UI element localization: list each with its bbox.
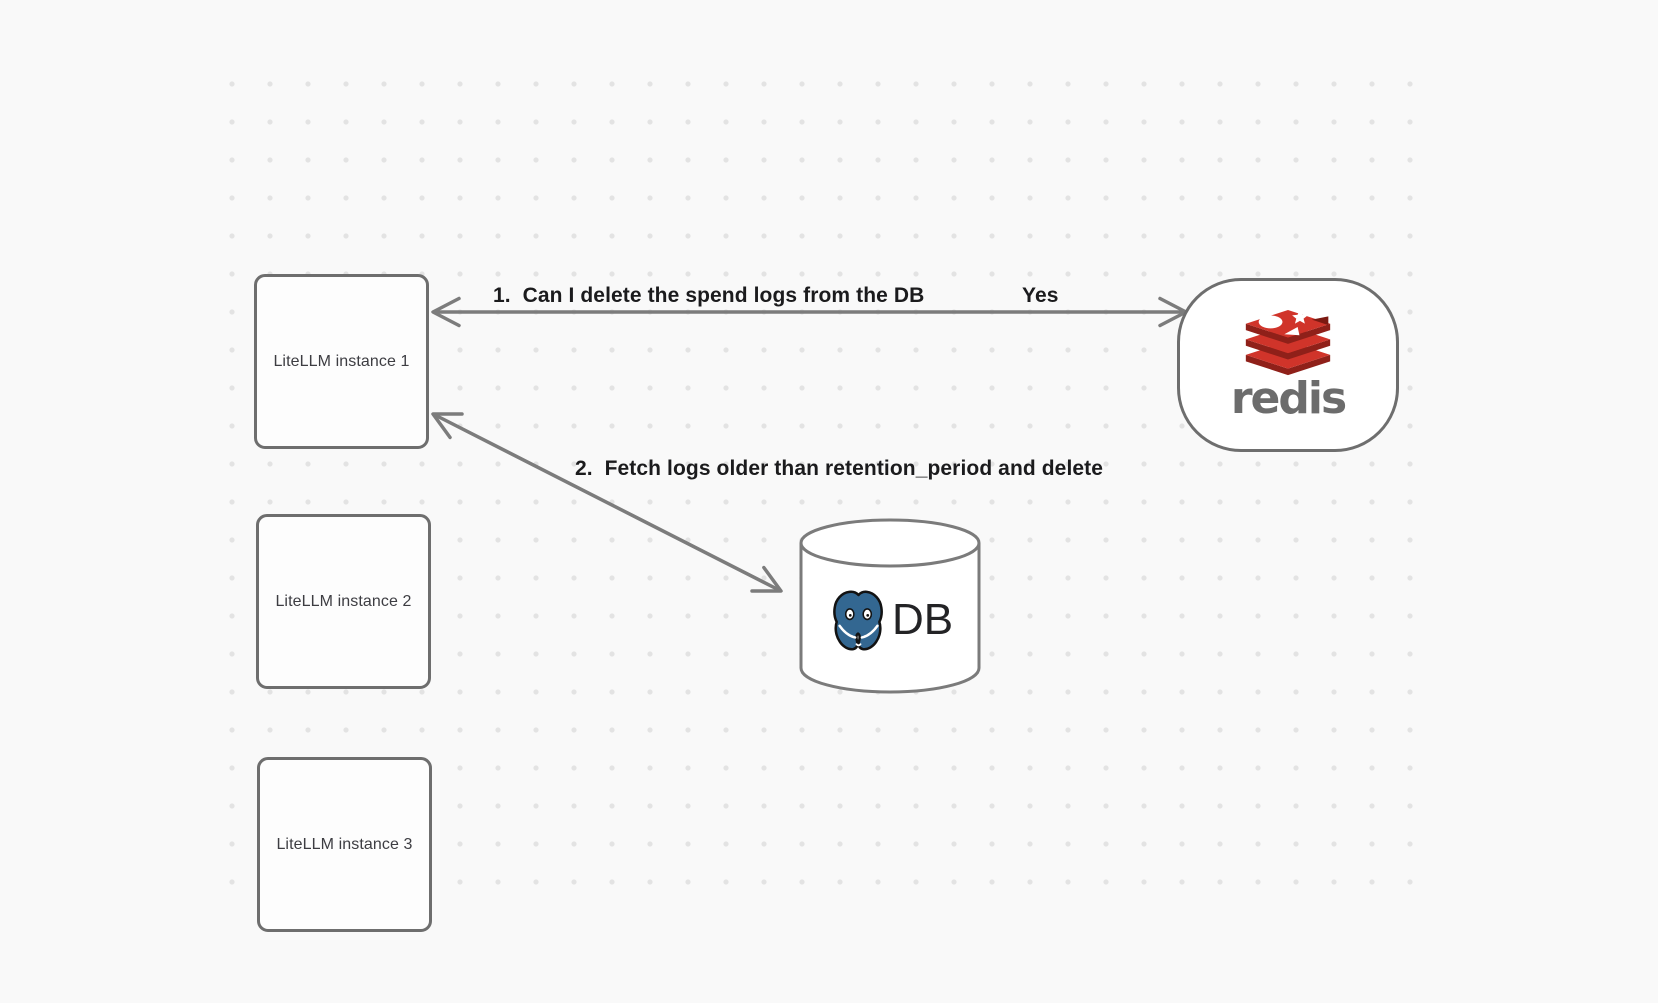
node-db-cylinder[interactable]: DB — [798, 517, 982, 695]
litellm-instance-2-label: LiteLLM instance 2 — [275, 592, 412, 610]
node-litellm-instance-1[interactable]: LiteLLM instance 1 — [254, 274, 429, 449]
node-litellm-instance-3[interactable]: LiteLLM instance 3 — [257, 757, 432, 932]
arrow-1-response-label[interactable]: Yes — [1022, 284, 1059, 307]
litellm-instance-1-label: LiteLLM instance 1 — [273, 352, 410, 370]
redis-logo-icon — [1245, 309, 1331, 375]
db-label: DB — [891, 595, 954, 644]
litellm-instance-3-label: LiteLLM instance 3 — [276, 835, 413, 853]
arrow-2-label[interactable]: 2. Fetch logs older than retention_perio… — [575, 457, 1104, 480]
arrow-1-label[interactable]: 1. Can I delete the spend logs from the … — [493, 284, 925, 307]
postgresql-elephant-icon — [833, 590, 883, 651]
redis-wordmark: redis — [1230, 372, 1347, 424]
cylinder-shape — [799, 518, 981, 694]
arrow-fetch-delete-logs[interactable] — [431, 412, 783, 593]
node-redis[interactable]: redis — [1177, 278, 1399, 452]
node-litellm-instance-2[interactable]: LiteLLM instance 2 — [256, 514, 431, 689]
